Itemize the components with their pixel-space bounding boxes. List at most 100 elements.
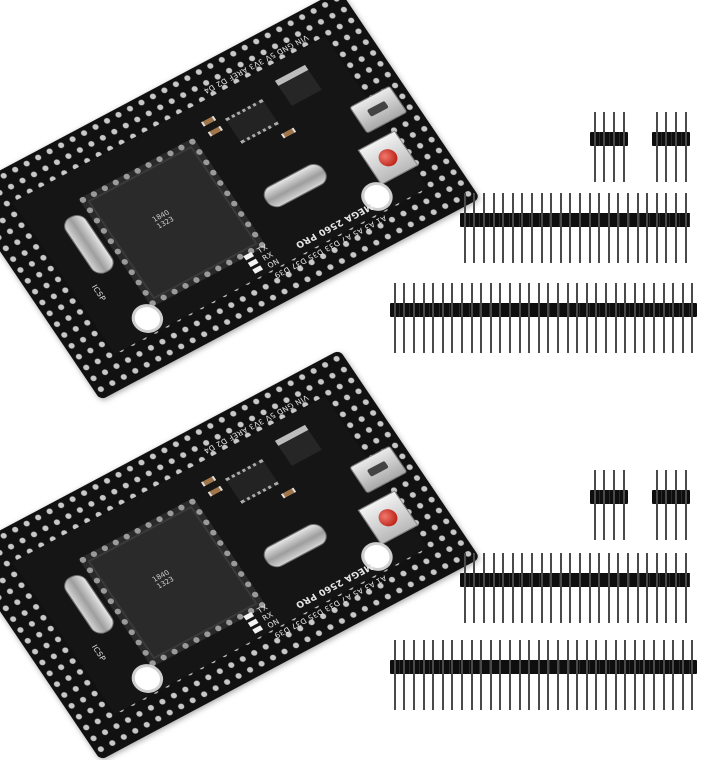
header-pin (675, 470, 677, 540)
header-pin (598, 553, 601, 623)
header-pin (593, 470, 596, 540)
header-pin (585, 283, 588, 353)
header-pin (509, 640, 511, 710)
header-pin (473, 193, 476, 263)
header-pin (566, 283, 569, 353)
header-pin (684, 193, 687, 263)
header-pin (653, 283, 655, 353)
header-pin (588, 553, 591, 623)
reset-button-cap (375, 146, 402, 170)
header-pin (489, 640, 492, 710)
header-pin (499, 283, 502, 353)
header-pin (540, 553, 543, 623)
header-pin (547, 283, 550, 353)
header-pin (559, 193, 562, 263)
header-pin (598, 193, 601, 263)
header-pin (579, 193, 581, 263)
header-pin (617, 553, 620, 623)
header-pin (537, 283, 540, 353)
header-pin (655, 553, 658, 623)
header-pin (646, 193, 649, 263)
header-pin (451, 283, 454, 353)
pin-header-4 (652, 470, 690, 540)
header-pin (585, 640, 588, 710)
header-pin (684, 112, 687, 182)
header-pin (605, 640, 607, 710)
header-pin (655, 470, 658, 540)
header-pin (681, 283, 684, 353)
header-pin (422, 640, 425, 710)
header-pin (624, 640, 627, 710)
header-pin (655, 193, 658, 263)
header-pin (550, 193, 553, 263)
header-pin (681, 640, 684, 710)
pin-header-24 (460, 193, 690, 263)
header-pin (595, 283, 598, 353)
header-pin (684, 470, 687, 540)
header-pin (483, 193, 485, 263)
header-pin (613, 470, 615, 540)
header-pin (537, 640, 540, 710)
header-pin (576, 640, 579, 710)
header-plastic-strip (590, 490, 628, 504)
chip-marking: 1840 1323 (150, 208, 176, 231)
header-pin (636, 193, 639, 263)
header-pin (441, 283, 444, 353)
header-pin (672, 283, 675, 353)
header-pin (653, 640, 655, 710)
header-plastic-strip (590, 132, 628, 146)
header-pin (480, 640, 483, 710)
header-pin (432, 640, 435, 710)
header-pin (603, 112, 606, 182)
header-pin (588, 193, 591, 263)
header-pin (521, 553, 524, 623)
header-pin (569, 193, 572, 263)
header-pin (684, 553, 687, 623)
header-pin (492, 553, 495, 623)
header-pin (662, 283, 665, 353)
header-pin (576, 283, 579, 353)
header-pin (566, 640, 569, 710)
header-pin (675, 553, 677, 623)
header-pin (441, 640, 444, 710)
header-pin (531, 193, 533, 263)
header-pin (547, 640, 550, 710)
header-pin (603, 470, 606, 540)
pin-header-24 (460, 553, 690, 623)
header-pin (675, 112, 677, 182)
header-pin (511, 553, 514, 623)
header-pin (403, 283, 406, 353)
header-pin (665, 553, 668, 623)
header-pin (605, 283, 607, 353)
pin-header-32 (390, 283, 697, 353)
header-pin (489, 283, 492, 353)
pin-header-4 (652, 112, 690, 182)
header-pin (646, 553, 649, 623)
header-pin (502, 553, 505, 623)
header-pin (614, 283, 617, 353)
header-pin (509, 283, 511, 353)
header-plastic-strip (652, 490, 690, 504)
header-pin (665, 112, 668, 182)
header-pin (492, 193, 495, 263)
chip-marking: 1840 1323 (150, 568, 176, 591)
header-plastic-strip (460, 573, 690, 587)
header-pin (518, 640, 521, 710)
header-pin (422, 283, 425, 353)
header-pin (461, 283, 463, 353)
header-pin (540, 193, 543, 263)
header-pin (499, 640, 502, 710)
header-pin (622, 112, 625, 182)
header-pin (403, 640, 406, 710)
header-pin (393, 283, 396, 353)
header-pin (607, 553, 610, 623)
header-pin (518, 283, 521, 353)
header-plastic-strip (460, 213, 690, 227)
header-pin (559, 553, 562, 623)
header-pin (633, 283, 636, 353)
header-pin (550, 553, 553, 623)
header-pin (502, 193, 505, 263)
header-pin (627, 193, 629, 263)
header-pin (483, 553, 485, 623)
header-pin (622, 470, 625, 540)
